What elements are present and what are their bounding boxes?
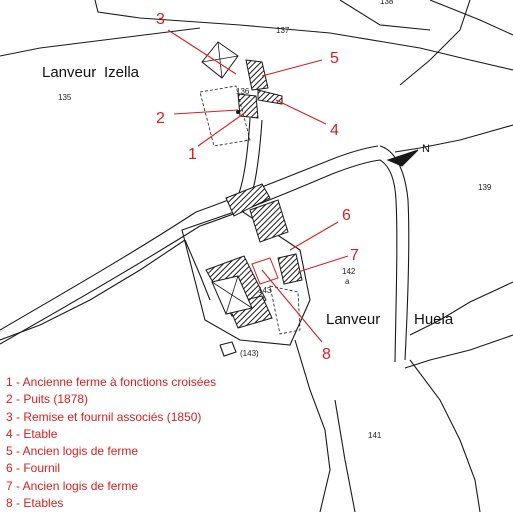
legend-item-2: 2 - Puits (1878) <box>6 392 89 407</box>
place-lanveur-izella-word-2: Izella <box>104 64 140 81</box>
road-west-upper <box>0 211 197 331</box>
huela-dashed-outline <box>269 285 301 335</box>
boundary-top-left <box>0 27 201 57</box>
building-8-red-highlight <box>251 257 279 285</box>
izella-buildings <box>199 41 283 147</box>
road-west-lower <box>0 225 201 345</box>
building-3-cross-b <box>217 41 223 79</box>
legend: 1 - Ancienne ferme à fonctions croisées … <box>6 374 306 512</box>
parcel-136: 136 <box>236 87 250 96</box>
leader-8 <box>261 269 323 343</box>
leader-5 <box>261 59 323 77</box>
parcel-142-a: a <box>345 277 350 286</box>
parcel-138: 138 <box>380 0 394 6</box>
callout-4: 4 <box>330 122 339 139</box>
parcel-135: 135 <box>58 93 72 102</box>
road-main-upper <box>195 145 379 213</box>
legend-item-6: 6 - Fournil <box>6 461 61 476</box>
leader-3 <box>167 29 237 75</box>
boundary-south-1 <box>409 359 481 512</box>
callout-2: 2 <box>156 110 165 127</box>
building-4 <box>257 89 283 105</box>
road-main-lower <box>199 159 381 227</box>
callout-leaders <box>167 29 349 343</box>
callout-5: 5 <box>330 50 339 67</box>
boundary-east-2 <box>409 281 513 336</box>
leader-1 <box>197 111 247 147</box>
leader-4 <box>275 99 327 125</box>
boundary-north-ridge <box>94 0 513 71</box>
callout-7: 7 <box>350 247 359 264</box>
leader-6 <box>289 221 339 251</box>
boundary-east-3 <box>404 334 513 369</box>
place-lanveur-izella-word-1: Lanveur <box>42 64 96 81</box>
building-1 <box>237 93 259 119</box>
callout-8: 8 <box>322 346 331 363</box>
boundary-small-plot <box>219 341 237 357</box>
building-7 <box>277 253 303 285</box>
building-6-north <box>225 183 271 217</box>
building-6-fournil <box>249 199 289 243</box>
boundary-corner <box>339 0 431 31</box>
road-east-left <box>379 145 410 361</box>
callout-3: 3 <box>156 11 165 28</box>
boundary-west-field-2 <box>184 239 211 301</box>
place-lanveur-huela-word-1: Lanveur <box>326 311 380 328</box>
leader-7 <box>297 255 349 273</box>
road-north-left <box>235 117 251 201</box>
huela-buildings <box>205 183 303 335</box>
roads <box>0 117 410 363</box>
puits-2 <box>236 110 240 114</box>
callout-6: 6 <box>342 207 351 224</box>
boundary-west-field <box>0 239 186 341</box>
legend-item-1: 1 - Ancienne ferme à fonctions croisées <box>6 375 217 389</box>
legend-item-5: 5 - Ancien logis de ferme <box>6 444 139 459</box>
callout-1: 1 <box>188 146 197 163</box>
boundary-right-diagonal <box>399 0 471 86</box>
legend-item-3: 3 - Remise et fournil associés (1850) <box>6 409 202 424</box>
boundary-east-1 <box>394 124 513 153</box>
road-east-right <box>379 159 398 363</box>
hamlet-huela-enclosure <box>181 209 311 346</box>
izella-dashed-outline <box>199 85 251 147</box>
boundary-right-top <box>429 0 513 36</box>
north-arrow-icon <box>386 149 419 167</box>
boundary-south-2 <box>334 399 356 512</box>
parcel-143: 143 <box>258 286 272 295</box>
legend-item-7: 7 - Ancien logis de ferme <box>6 478 139 493</box>
building-5 <box>245 59 269 91</box>
callout-numbers: 3 5 4 2 1 6 7 8 <box>156 11 359 363</box>
leader-2 <box>173 109 239 115</box>
north-label: N <box>422 143 430 155</box>
parcel-142: 142 <box>342 267 356 276</box>
boundary-south-3 <box>294 339 331 512</box>
legend-item-8: 8 - Etables <box>6 496 64 511</box>
legend-item-4: 4 - Etable <box>6 426 58 441</box>
place-lanveur-huela-word-2: Huela <box>414 311 454 328</box>
parcel-137: 137 <box>276 26 290 35</box>
parcel-141: 141 <box>368 431 382 440</box>
north-arrow: N <box>386 143 430 167</box>
parcel-143-bracketed: (143) <box>240 349 259 358</box>
huela-cross-b <box>225 275 239 315</box>
parcel-139: 139 <box>478 183 492 192</box>
